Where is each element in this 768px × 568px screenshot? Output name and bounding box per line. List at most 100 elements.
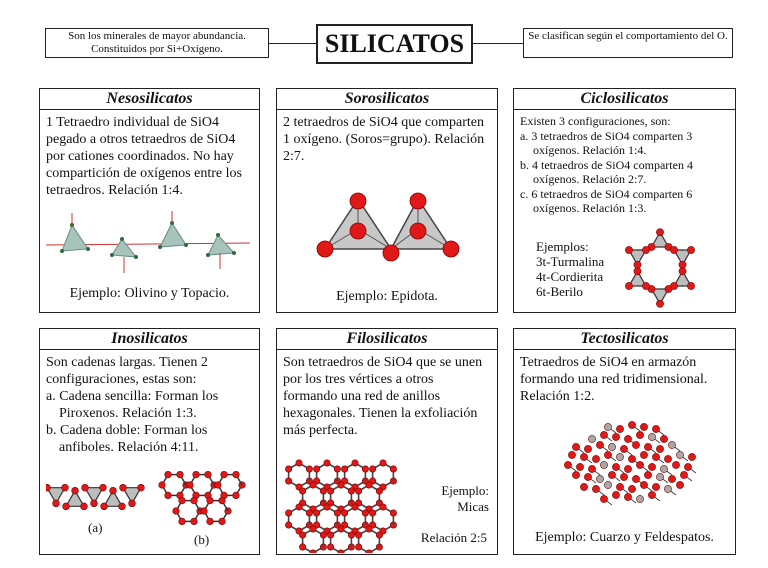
oxygen-atom — [285, 465, 293, 473]
panel-description: Son tetraedros de SiO4 que se unen por l… — [283, 355, 483, 438]
panel-description: Tetraedros de SiO4 en armazón formando u… — [520, 355, 708, 404]
oxygen-atom — [600, 431, 608, 439]
oxygen-atom — [313, 509, 321, 517]
tetrahedron — [672, 270, 693, 287]
oxygen-atom — [676, 451, 684, 459]
oxygen-atom — [620, 473, 628, 481]
tetrahedron — [83, 487, 105, 505]
oxygen-atom — [341, 465, 349, 473]
oxygen-atom — [118, 502, 126, 511]
example-label: Ejemplo: — [441, 483, 489, 498]
oxygen-atom — [592, 455, 600, 463]
examples-label: Ejemplos: — [536, 239, 589, 254]
oxygen-atom — [624, 493, 632, 501]
main-title: SILICATOS — [316, 24, 473, 64]
double-tetrahedra-diagram — [316, 192, 460, 262]
panel-example: Ejemplo: Epidota. — [336, 289, 438, 304]
oxygen-atom — [178, 497, 186, 505]
oxygen-atom — [218, 517, 226, 525]
oxygen-atom — [99, 483, 107, 492]
oxygen-atom — [664, 285, 673, 293]
hexagonal-sheet-diagram — [285, 459, 397, 553]
oxygen-atom — [624, 435, 632, 443]
connector-right — [473, 43, 523, 44]
oxygen-atom — [632, 475, 640, 483]
oxygen-atom — [564, 461, 572, 469]
panel-description: 2 tetraedros de SiO4 que comparten 1 oxí… — [283, 115, 485, 164]
oxygen-atom — [680, 471, 688, 479]
tetrahedron — [627, 270, 648, 287]
oxygen-atom — [109, 486, 117, 495]
right-note: Se clasifican según el comportamiento de… — [523, 28, 733, 58]
oxygen-atom — [616, 453, 624, 461]
oxygen-atom — [355, 487, 363, 495]
oxygen-atom — [592, 485, 600, 493]
oxygen-atom — [628, 421, 636, 429]
oxygen-atom — [327, 543, 335, 551]
panel-ciclosilicatos: Ciclosilicatos Existen 3 configuraciones… — [513, 88, 736, 313]
oxygen-atom — [389, 465, 397, 473]
oxygen-atom — [100, 502, 108, 511]
oxygen-atom — [636, 495, 644, 503]
oxygen-atom — [52, 499, 60, 508]
oxygen-atom — [319, 531, 327, 539]
panel-title: Inosilicatos — [40, 329, 259, 350]
oxygen-atom — [678, 267, 687, 276]
ratio-label: Relación 2:5 — [420, 530, 487, 545]
config-a: a. 3 tetraedros de SiO4 comparten 3 oxíg… — [520, 128, 693, 158]
oxygen-atom — [347, 531, 355, 539]
panel-title: Nesosilicatos — [40, 89, 259, 110]
oxygen-atom — [379, 459, 387, 467]
oxygen-atom — [633, 267, 642, 276]
oxygen-atom — [644, 471, 652, 479]
panel-title: Tectosilicatos — [514, 329, 735, 350]
oxygen-atom — [664, 485, 672, 493]
label-a: (a) — [88, 520, 103, 535]
oxygen-atom — [633, 260, 642, 269]
oxygen-atom — [333, 509, 341, 517]
oxygen-atom — [190, 517, 198, 525]
oxygen-atom — [678, 260, 687, 269]
oxygen-atom — [341, 509, 349, 517]
oxygen-atom — [375, 531, 383, 539]
oxygen-atom — [636, 461, 644, 469]
oxygen-atom — [684, 463, 692, 471]
oxygen-atom — [608, 471, 616, 479]
oxygen-atom — [81, 483, 89, 492]
config-b: b. Cadena doble: Forman los anfiboles. R… — [46, 423, 208, 455]
oxygen-atom — [600, 461, 608, 469]
oxygen-atom — [604, 451, 612, 459]
oxygen-atom — [636, 431, 644, 439]
oxygen-atom — [333, 465, 341, 473]
oxygen-atom — [660, 435, 668, 443]
oxygen-atom — [656, 299, 664, 308]
panel-nesosilicatos: Nesosilicatos 1 Tetraedro individual de … — [39, 88, 260, 313]
oxygen-atom — [620, 445, 628, 453]
panel-tectosilicatos: Tectosilicatos Tetraedros de SiO4 en arm… — [513, 328, 736, 555]
oxygen-atom — [672, 461, 680, 469]
oxygen-atom — [327, 531, 335, 539]
panel-filosilicatos: Filosilicatos Son tetraedros de SiO4 que… — [276, 328, 498, 555]
oxygen-atom — [355, 543, 363, 551]
panel-intro: Existen 3 configuraciones, son: — [520, 114, 671, 128]
oxygen-atom — [327, 487, 335, 495]
oxygen-atom — [604, 481, 612, 489]
framework-diagram — [564, 421, 697, 506]
oxygen-atom — [652, 453, 660, 461]
double-chain-diagram — [158, 471, 246, 525]
oxygen-atom — [596, 475, 604, 483]
oxygen-atom — [656, 473, 664, 481]
oxygen-atom — [299, 531, 307, 539]
oxygen-atom — [172, 507, 180, 515]
oxygen-atom — [355, 531, 363, 539]
config-c: c. 6 tetraedros de SiO4 comparten 6 oxíg… — [520, 186, 693, 216]
oxygen-atom — [232, 491, 240, 499]
oxygen-atom — [676, 481, 684, 489]
oxygen-atom — [365, 525, 373, 533]
oxygen-atom — [642, 246, 650, 254]
oxygen-atom — [572, 471, 580, 479]
oxygen-atom — [628, 455, 636, 463]
oxygen-atom — [652, 483, 660, 491]
examples-list: Ejemplos: 3t-Turmalina 4t-Cordierita 6t-… — [536, 239, 604, 299]
panel-description: 1 Tetraedro individual de SiO4 pegado a … — [46, 115, 242, 198]
